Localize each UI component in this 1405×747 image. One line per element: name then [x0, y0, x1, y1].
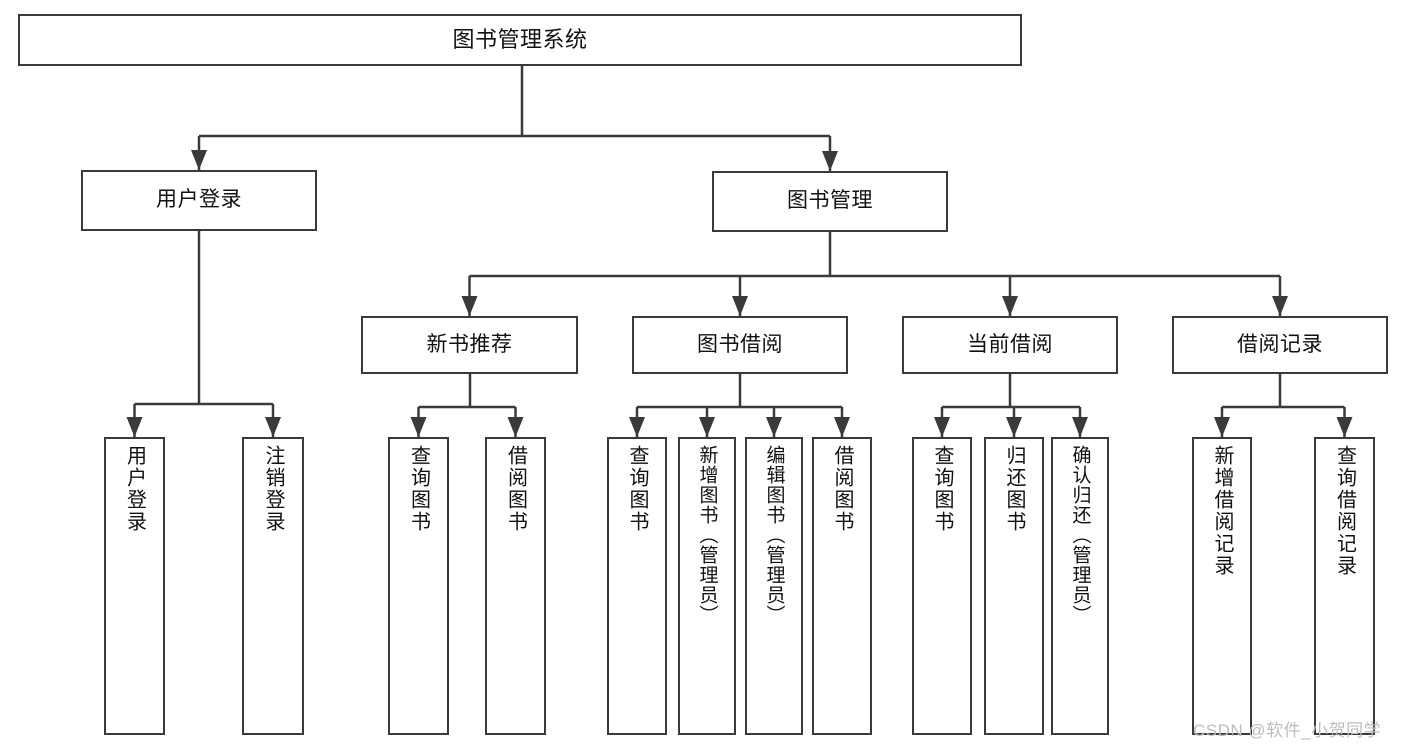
node-leaf-borrow-book-1[interactable]: 借阅图书 [485, 437, 546, 735]
arrowhead-2-1 [265, 417, 281, 437]
node-label: 图书管理系统 [452, 27, 588, 53]
arrowhead-4-1 [699, 417, 715, 437]
arrowhead-4-0 [629, 417, 645, 437]
arrowhead-1-0 [461, 296, 478, 316]
arrowhead-5-1 [1006, 417, 1022, 437]
node-label: 当前借阅 [967, 332, 1053, 356]
node-book-manage[interactable]: 图书管理 [712, 171, 948, 232]
node-label: 编辑图书（管理员） [763, 445, 785, 625]
node-label: 确认归还（管理员） [1069, 445, 1091, 625]
arrowhead-4-3 [834, 417, 850, 437]
node-label: 归还图书 [1003, 445, 1025, 533]
node-label: 新增借阅记录 [1211, 445, 1233, 577]
node-user-login[interactable]: 用户登录 [81, 170, 317, 231]
node-label: 查询图书 [407, 445, 430, 533]
node-label: 新书推荐 [426, 332, 513, 356]
node-leaf-edit-book-admin[interactable]: 编辑图书（管理员） [745, 437, 803, 735]
arrowhead-6-1 [1336, 417, 1353, 437]
arrowhead-1-3 [1272, 296, 1288, 316]
node-label: 新增图书（管理员） [696, 445, 718, 625]
node-leaf-borrow-book-2[interactable]: 借阅图书 [812, 437, 872, 735]
node-label: 图书借阅 [697, 332, 783, 356]
arrowhead-5-0 [934, 417, 950, 437]
node-label: 注销登录 [262, 445, 284, 533]
node-leaf-add-borrow-record[interactable]: 新增借阅记录 [1192, 437, 1252, 735]
node-current-borrow[interactable]: 当前借阅 [902, 316, 1118, 374]
node-label: 借阅记录 [1237, 332, 1323, 356]
node-label: 查询图书 [931, 445, 953, 533]
node-leaf-logout-login[interactable]: 注销登录 [242, 437, 304, 735]
arrowhead-4-2 [766, 417, 782, 437]
node-leaf-query-book-2[interactable]: 查询图书 [607, 437, 667, 735]
node-leaf-add-book-admin[interactable]: 新增图书（管理员） [678, 437, 736, 735]
node-leaf-confirm-return-admin[interactable]: 确认归还（管理员） [1051, 437, 1109, 735]
node-label: 用户登录 [156, 188, 242, 212]
node-new-book-recommend[interactable]: 新书推荐 [361, 316, 578, 374]
arrowhead-1-2 [1002, 296, 1018, 316]
arrowhead-1-1 [732, 296, 748, 316]
node-root[interactable]: 图书管理系统 [18, 14, 1022, 66]
node-label: 借阅图书 [504, 445, 527, 533]
node-leaf-return-book[interactable]: 归还图书 [984, 437, 1044, 735]
node-leaf-query-borrow-record[interactable]: 查询借阅记录 [1314, 437, 1375, 735]
arrowhead-0-0 [191, 150, 207, 170]
arrowhead-3-0 [410, 417, 427, 437]
arrowhead-2-0 [126, 417, 143, 437]
node-label: 用户登录 [123, 445, 146, 533]
arrowhead-0-1 [822, 151, 838, 171]
node-book-borrow[interactable]: 图书借阅 [632, 316, 848, 374]
arrowhead-6-0 [1214, 417, 1230, 437]
node-leaf-user-login[interactable]: 用户登录 [104, 437, 165, 735]
node-leaf-query-book-1[interactable]: 查询图书 [388, 437, 449, 735]
node-label: 借阅图书 [831, 445, 853, 533]
watermark: CSDN @软件_小贺同学 [1193, 721, 1382, 740]
node-label: 查询借阅记录 [1333, 445, 1356, 577]
arrowhead-3-1 [507, 417, 524, 437]
node-label: 查询图书 [626, 445, 648, 533]
node-label: 图书管理 [787, 189, 873, 213]
arrowhead-5-2 [1072, 417, 1088, 437]
node-leaf-query-book-3[interactable]: 查询图书 [912, 437, 972, 735]
node-borrow-record[interactable]: 借阅记录 [1172, 316, 1388, 374]
